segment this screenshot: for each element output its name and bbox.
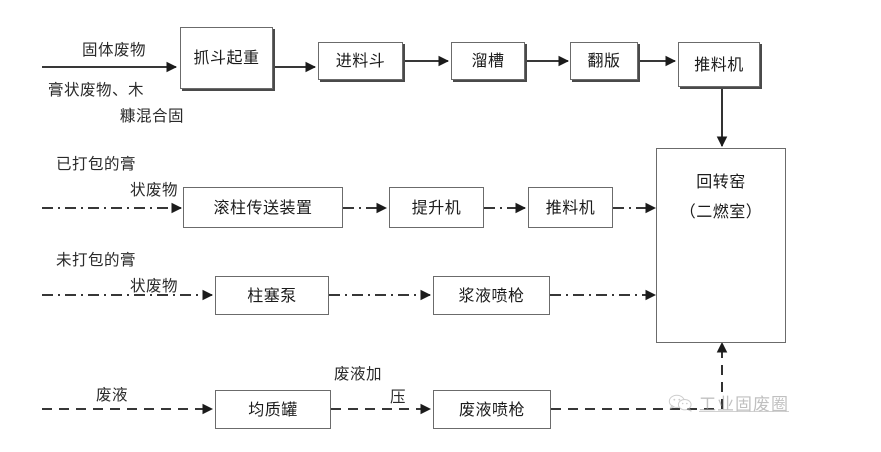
edge-label-unpacked-paste-line1: 未打包的膏 bbox=[56, 251, 137, 269]
node-pusher-mid-label: 推料机 bbox=[545, 197, 596, 217]
node-plunger-pump-label: 柱塞泵 bbox=[247, 285, 297, 305]
node-waste-liquid-gun[interactable]: 废液喷枪 bbox=[433, 390, 551, 429]
edge-label-paste-wood-mix-line1: 膏状废物、木 bbox=[48, 81, 145, 99]
node-roller-conveyor-label: 滚柱传送装置 bbox=[213, 197, 313, 217]
wechat-icon bbox=[668, 394, 692, 412]
node-feed-hopper[interactable]: 进料斗 bbox=[318, 42, 403, 80]
node-elevator[interactable]: 提升机 bbox=[389, 187, 484, 228]
edge-label-paste-wood-mix-line2: 糠混合固 bbox=[119, 107, 184, 125]
node-slurry-gun[interactable]: 浆液喷枪 bbox=[433, 276, 550, 315]
node-waste-liquid-gun-label: 废液喷枪 bbox=[458, 399, 525, 419]
node-pusher-top-label: 推料机 bbox=[694, 54, 744, 74]
node-pusher-mid[interactable]: 推料机 bbox=[528, 187, 613, 228]
node-homogenizing-tank-label: 均质罐 bbox=[248, 399, 298, 419]
node-rotary-kiln[interactable]: 回转窑 （二燃室） bbox=[656, 148, 786, 343]
node-rotary-kiln-label-line1: 回转窑 bbox=[696, 172, 746, 191]
node-feed-hopper-label: 进料斗 bbox=[335, 51, 386, 71]
node-grab-crane[interactable]: 抓斗起重 bbox=[180, 27, 273, 89]
edge-label-waste-liquid: 废液 bbox=[96, 386, 129, 404]
node-flip-plate[interactable]: 翻版 bbox=[570, 42, 638, 80]
node-flip-plate-label: 翻版 bbox=[587, 51, 621, 71]
node-slurry-gun-label: 浆液喷枪 bbox=[458, 285, 525, 305]
node-grab-crane-label: 抓斗起重 bbox=[193, 48, 260, 68]
edge-label-unpacked-paste-line2: 状废物 bbox=[129, 277, 178, 295]
node-pusher-top[interactable]: 推料机 bbox=[678, 42, 760, 87]
edge-label-solid-waste: 固体废物 bbox=[81, 41, 146, 59]
watermark: 工业固废圈 bbox=[668, 390, 789, 415]
node-chute[interactable]: 溜槽 bbox=[451, 42, 525, 80]
node-plunger-pump[interactable]: 柱塞泵 bbox=[215, 276, 329, 315]
watermark-text: 工业固废圈 bbox=[699, 395, 789, 415]
edge-label-packed-paste-line2: 状废物 bbox=[129, 181, 178, 199]
edge-label-packed-paste-line1: 已打包的膏 bbox=[56, 155, 137, 173]
edge-label-waste-liquid-pressurize-line2: 压 bbox=[389, 388, 406, 406]
edge-label-waste-liquid-pressurize-line1: 废液加 bbox=[334, 365, 383, 383]
node-homogenizing-tank[interactable]: 均质罐 bbox=[215, 390, 331, 429]
node-roller-conveyor[interactable]: 滚柱传送装置 bbox=[183, 187, 343, 228]
node-rotary-kiln-label-line2: （二燃室） bbox=[679, 202, 763, 222]
node-chute-label: 溜槽 bbox=[471, 51, 505, 71]
node-elevator-label: 提升机 bbox=[411, 197, 462, 217]
